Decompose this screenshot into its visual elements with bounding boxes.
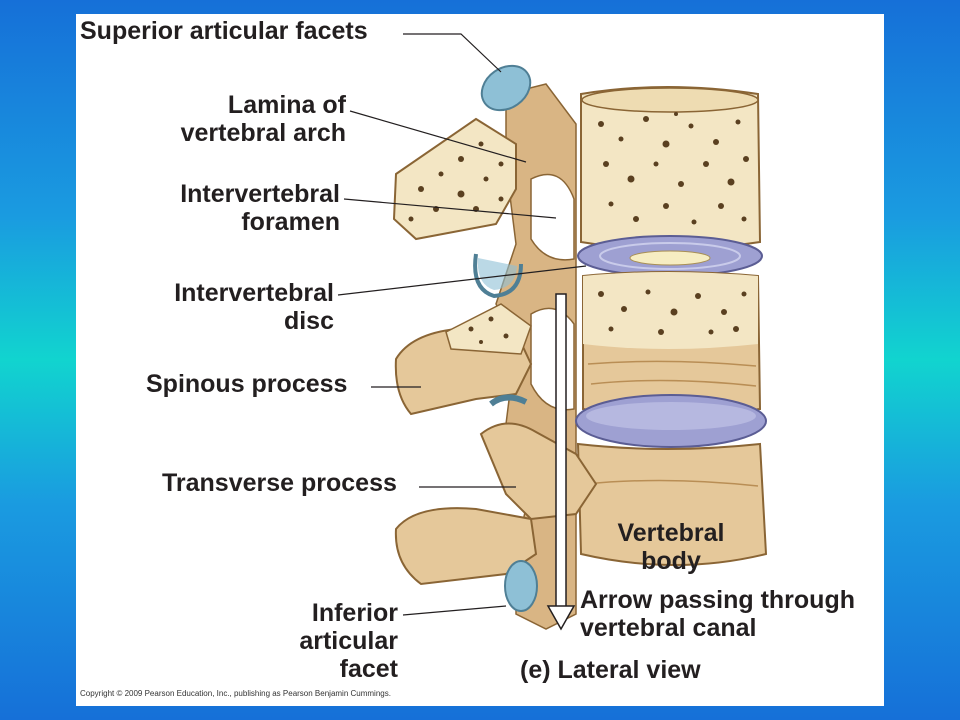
label-intervertebral-foramen: Intervertebral foramen bbox=[180, 180, 340, 236]
leader-lines bbox=[337, 33, 587, 616]
vertebral-body-top-surface bbox=[581, 87, 759, 113]
lamina-cut-upper bbox=[392, 117, 517, 241]
label-transverse-process: Transverse process bbox=[162, 469, 397, 497]
label-arrow-vertebral-canal: Arrow passing through vertebral canal bbox=[580, 586, 855, 642]
label-lamina: Lamina of vertebral arch bbox=[180, 91, 346, 147]
superior-articular-facet bbox=[480, 64, 532, 112]
vertebral-body-bottom bbox=[576, 442, 768, 566]
spinous-process-lower bbox=[394, 507, 538, 586]
label-superior-articular-facets: Superior articular facets bbox=[80, 17, 368, 45]
label-spinous-process: Spinous process bbox=[146, 370, 348, 398]
label-inferior-articular-facet: Inferior articular facet bbox=[299, 599, 398, 683]
label-vertebral-body: Vertebral body bbox=[617, 519, 725, 575]
transverse-process bbox=[479, 422, 598, 521]
label-intervertebral-disc: Intervertebral disc bbox=[174, 279, 334, 335]
intervertebral-foramen-lower bbox=[530, 307, 575, 411]
cancellous-bone-lamina bbox=[408, 141, 504, 222]
vertebral-canal-arrow bbox=[546, 293, 576, 631]
vertebra-lateral-illustration bbox=[337, 33, 768, 631]
figure-panel: Superior articular facets Lamina of vert… bbox=[76, 14, 884, 706]
facet-joint-middle bbox=[489, 394, 528, 407]
figure-caption: (e) Lateral view bbox=[520, 656, 701, 684]
copyright-notice: Copyright © 2009 Pearson Education, Inc.… bbox=[80, 689, 391, 698]
facet-joint-upper-fill bbox=[477, 258, 517, 290]
cancellous-bone-middle bbox=[598, 289, 747, 335]
lamina-cut-middle bbox=[445, 303, 532, 355]
inferior-articular-facet-shape bbox=[504, 560, 538, 612]
facet-joint-upper bbox=[473, 253, 523, 299]
cancellous-bone-top bbox=[598, 112, 749, 225]
